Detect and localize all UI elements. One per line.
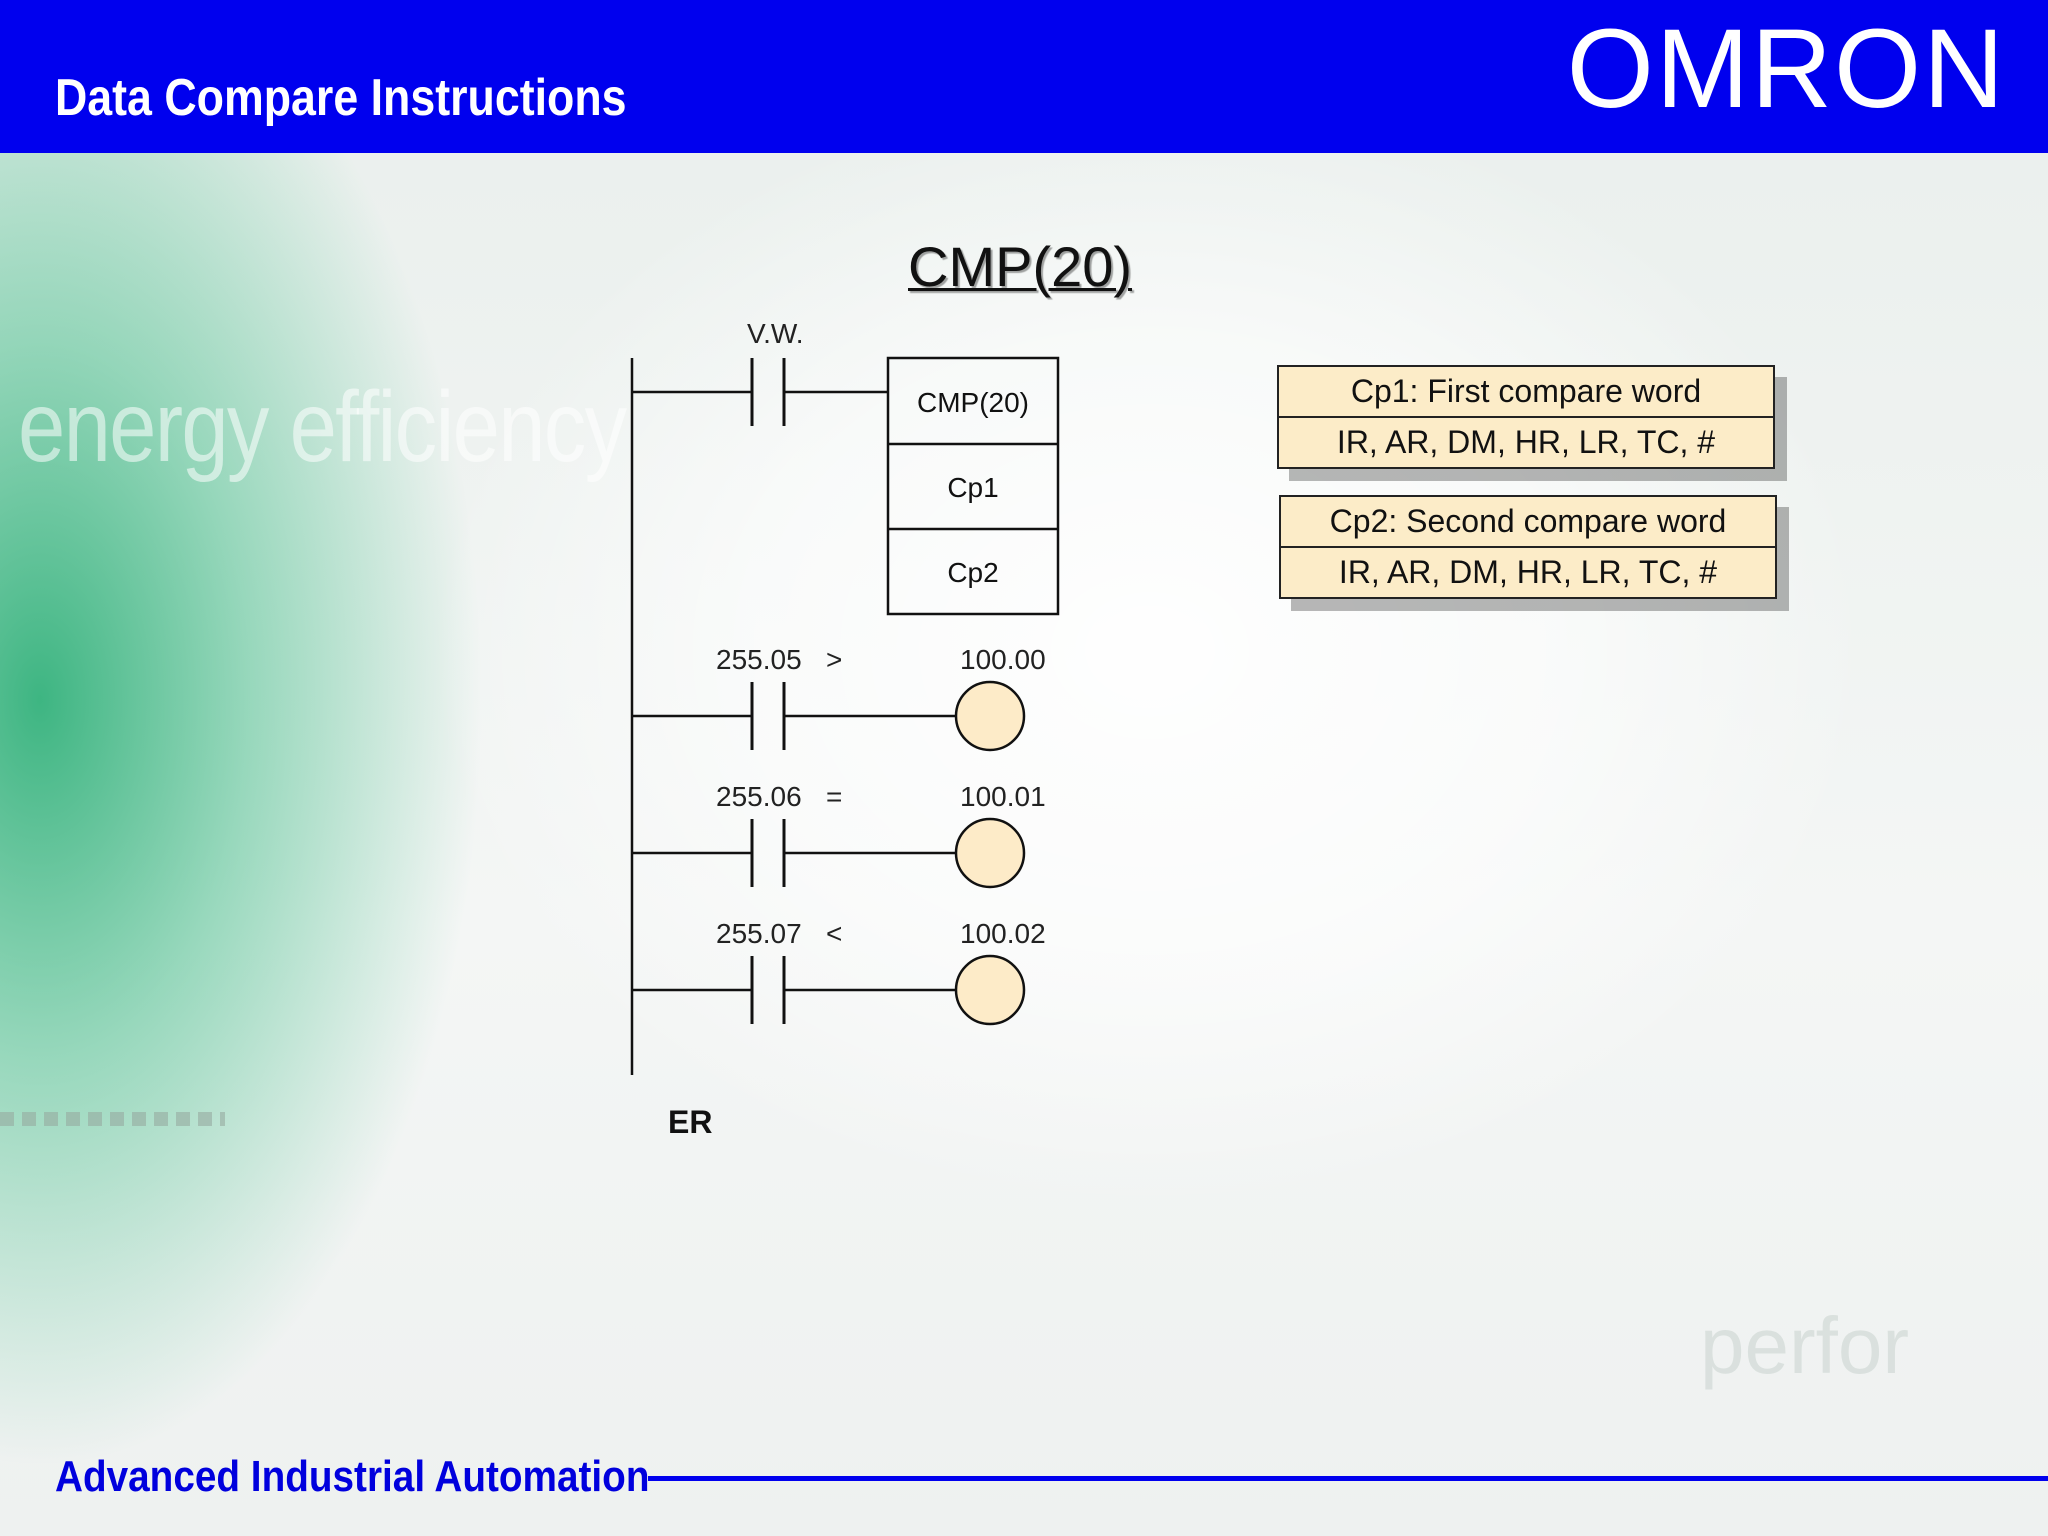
instruction-operand-cp2: Cp2 [947, 557, 999, 588]
rung-less [632, 954, 1026, 1026]
slide-title: Data Compare Instructions [55, 69, 627, 127]
operand-box-cp2: Cp2: Second compare word IR, AR, DM, HR,… [1279, 495, 1777, 599]
rung-greater [632, 680, 1026, 752]
output-coil [954, 817, 1026, 889]
comparison-symbol: < [826, 918, 843, 949]
operand-box-cp1: Cp1: First compare word IR, AR, DM, HR, … [1277, 365, 1775, 469]
rung-equal [632, 817, 1026, 889]
footer-text: Advanced Industrial Automation [55, 1452, 650, 1501]
contact-address: 255.07 [716, 918, 802, 949]
background-decoration [0, 1112, 225, 1126]
header-bar: Data Compare Instructions OMRON [0, 0, 2048, 153]
output-coil [954, 680, 1026, 752]
footer-rule [648, 1476, 2048, 1481]
contact-address: 255.06 [716, 781, 802, 812]
comparison-symbol: > [826, 644, 843, 675]
operand-areas: IR, AR, DM, HR, LR, TC, # [1281, 546, 1775, 597]
output-address: 100.00 [960, 644, 1046, 675]
background-watermark-word: energy efficiency [18, 371, 627, 483]
diagram-title: CMP(20) [908, 235, 1133, 298]
output-address: 100.01 [960, 781, 1046, 812]
contact-address: 255.05 [716, 644, 802, 675]
comparison-symbol: = [826, 781, 843, 812]
output-coil [954, 954, 1026, 1026]
operand-title: Cp1: First compare word [1350, 373, 1702, 409]
instruction-mnemonic: CMP(20) [916, 387, 1029, 418]
operand-areas: IR, AR, DM, HR, LR, TC, # [1279, 416, 1773, 467]
brand-logo: OMRON [1566, 6, 2006, 131]
execution-rung [632, 358, 888, 426]
cmp-instruction-block [886, 356, 1060, 616]
operand-title: Cp2: Second compare word [1329, 503, 1727, 539]
background-watermark-word: perfor [1700, 1301, 1909, 1390]
output-address: 100.02 [960, 918, 1046, 949]
er-flag-label: ER [668, 1104, 713, 1140]
instruction-operand-cp1: Cp1 [947, 472, 999, 503]
execution-condition-label: V.W. [747, 318, 804, 349]
